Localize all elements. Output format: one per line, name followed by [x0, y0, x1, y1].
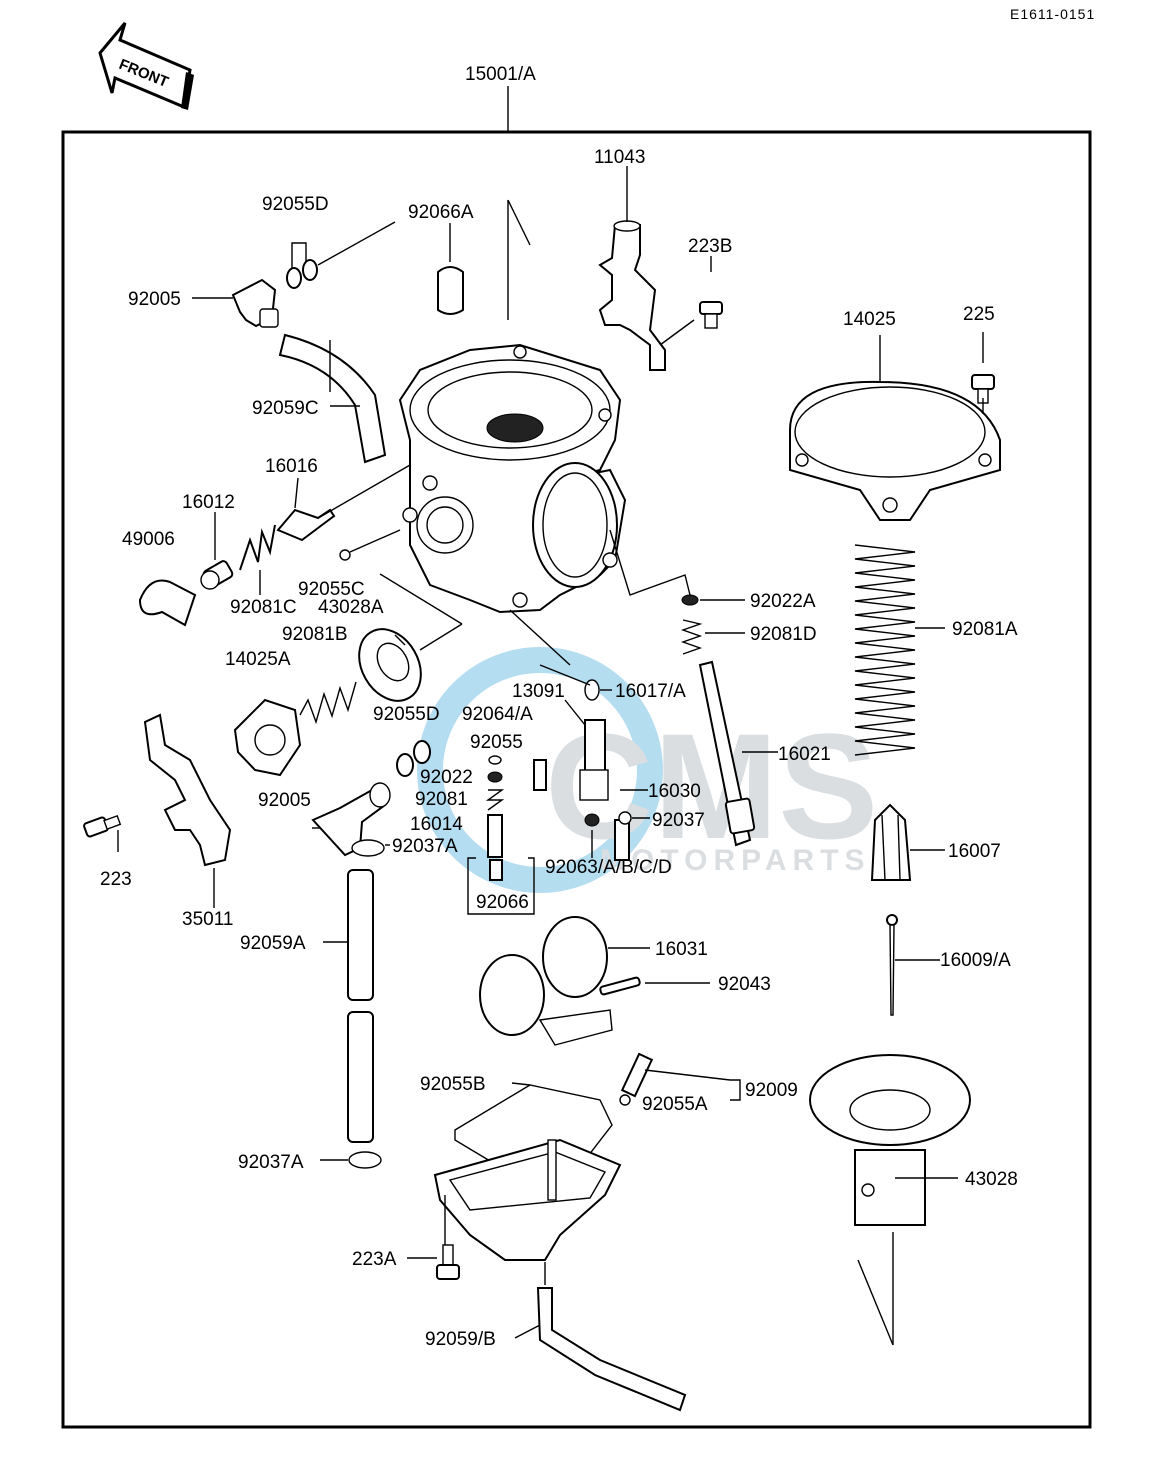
callout-16030: 16030: [648, 781, 701, 802]
part-92055c-oring: [339, 549, 351, 561]
callout-92059a: 92059A: [240, 933, 306, 954]
part-92005-top-elbow: [231, 278, 279, 328]
callout-92055c: 92055C: [298, 579, 365, 600]
callout-92055d-top: 92055D: [262, 194, 329, 215]
part-92066a-cap: [437, 266, 464, 315]
part-223b-screw: [699, 301, 723, 329]
callout-16017a: 16017/A: [615, 681, 686, 702]
callout-92059b: 92059/B: [425, 1329, 496, 1350]
part-92055d-ring-a: [286, 267, 302, 289]
callout-92066a: 92066A: [408, 202, 474, 223]
callout-92055d-mid: 92055D: [373, 704, 440, 725]
part-16009a-needle: [886, 914, 898, 1016]
callout-92059c: 92059C: [252, 398, 319, 419]
part-92059b-hose: [536, 1287, 687, 1412]
callout-16014: 16014: [410, 814, 463, 835]
front-arrow-icon: FRONT: [98, 22, 194, 110]
leader-lines: [117, 166, 984, 1346]
callout-92005-mid: 92005: [258, 790, 311, 811]
part-43028a-diaphragm: [358, 628, 422, 702]
part-92059a-hose: [347, 869, 374, 1143]
callout-92081: 92081: [415, 789, 468, 810]
carburetor-body: [398, 343, 627, 614]
callout-92063: 92063/A/B/C/D: [545, 857, 672, 878]
part-14025a-cover: [233, 698, 302, 777]
callout-11043: 11043: [594, 147, 645, 168]
callout-223: 223: [100, 869, 132, 890]
part-92081c-spring: [239, 524, 276, 571]
part-16007-retainer: [870, 803, 912, 881]
part-223-screw: [83, 814, 122, 838]
callout-92081b: 92081B: [282, 624, 348, 645]
callout-92022: 92022: [420, 767, 473, 788]
part-92055d-mid-ring-b: [413, 740, 431, 764]
callout-92081a: 92081A: [952, 619, 1018, 640]
part-49006-cap: [138, 579, 197, 627]
callout-92081c: 92081C: [230, 597, 297, 618]
callout-16016: 16016: [265, 456, 318, 477]
callout-223a: 223A: [352, 1249, 397, 1270]
callout-92055-mid: 92055: [470, 732, 523, 753]
part-16031-float: [479, 916, 613, 1046]
callout-92037a-top: 92037A: [392, 836, 458, 857]
callout-92005-top: 92005: [128, 289, 181, 310]
part-jet-cluster: [485, 679, 632, 861]
callout-16007: 16007: [948, 841, 1001, 862]
callout-14025a: 14025A: [225, 649, 291, 670]
callout-16009a: 16009/A: [940, 950, 1011, 971]
part-16012-plug: [200, 560, 234, 590]
part-92055d-ring-b: [302, 259, 318, 281]
part-16021-rod: [698, 660, 756, 847]
part-92009-screw: [620, 1052, 654, 1098]
part-92066-jet-box: [467, 857, 535, 915]
part-92022a-washer: [681, 594, 699, 606]
callout-92064a: 92064/A: [462, 704, 533, 725]
callout-92055b: 92055B: [420, 1074, 486, 1095]
callout-16031: 16031: [655, 939, 708, 960]
part-92055d-mid-ring-a: [396, 753, 414, 777]
diagram-code: E1611-0151: [1010, 6, 1095, 22]
callout-16012: 16012: [182, 492, 235, 513]
callout-92037: 92037: [652, 810, 705, 831]
part-92037a-clip-top: [351, 839, 385, 857]
watermark-sub: MOTORPARTS: [600, 844, 871, 877]
part-14025-cover: [789, 380, 1001, 521]
part-223a-screw: [436, 1244, 460, 1280]
callout-92037a-bot: 92037A: [238, 1152, 304, 1173]
assembly-frame: [61, 130, 1092, 1429]
part-43028-piston: [809, 1054, 971, 1226]
callout-43028a: 43028A: [318, 597, 384, 618]
part-92081b-spring: [299, 681, 357, 725]
callout-225: 225: [963, 304, 995, 325]
part-92081a-spring: [854, 544, 916, 756]
part-92059c-hose: [278, 333, 387, 464]
callout-43028: 43028: [965, 1169, 1018, 1190]
callout-14025: 14025: [843, 309, 896, 330]
part-92037a-clip-bottom: [348, 1151, 382, 1169]
part-11043-bracket: [598, 220, 666, 371]
callout-92009: 92009: [745, 1080, 798, 1101]
callout-223b: 223B: [688, 236, 732, 257]
callout-92081d: 92081D: [750, 624, 817, 645]
assembly-label: 15001/A: [465, 64, 536, 85]
callout-35011: 35011: [182, 909, 233, 930]
callout-92066: 92066: [476, 892, 529, 913]
part-92005-mid-elbow: [311, 782, 391, 857]
part-92081d-spring: [680, 619, 703, 655]
callout-92043: 92043: [718, 974, 771, 995]
part-92055a-oring: [619, 1094, 631, 1106]
callout-92022a: 92022A: [750, 591, 816, 612]
part-16016-screw: [276, 508, 336, 542]
callout-16021: 16021: [778, 744, 831, 765]
callout-92055a: 92055A: [642, 1094, 708, 1115]
part-225-screw: [971, 374, 995, 404]
callout-labels: 11043 223B 92055D 92066A 92005 14025 225…: [100, 147, 1018, 1350]
part-35011-bracket: [143, 713, 232, 867]
callout-13091: 13091: [512, 681, 565, 702]
part-float-bowl: [433, 1138, 622, 1261]
part-92043-pin: [599, 976, 641, 996]
callout-49006: 49006: [122, 529, 175, 550]
